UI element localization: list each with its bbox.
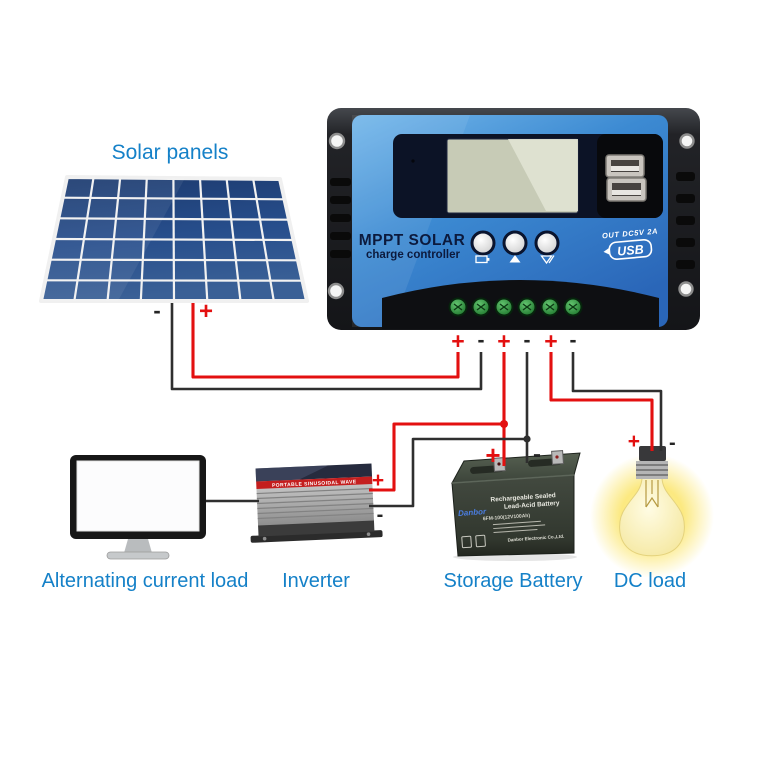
terminal-screw[interactable]	[448, 297, 468, 317]
controller-right-fins	[676, 172, 695, 269]
usb-logo-plug	[603, 247, 610, 255]
menu-button[interactable]	[470, 230, 496, 256]
inverter-screw	[366, 532, 371, 536]
battery-top-edge	[451, 474, 575, 484]
wire-inverter-positive	[369, 422, 504, 492]
section-labels: Alternating current load Inverter Storag…	[42, 570, 687, 592]
battery-terminal-bracket	[551, 450, 565, 465]
solar-negative-label: -	[153, 298, 160, 323]
bulb-cap	[639, 446, 666, 461]
terminal-screws	[448, 297, 583, 317]
wiring: + -	[170, 303, 663, 526]
wire-solar-negative	[170, 303, 483, 391]
junction-dot-positive	[500, 420, 508, 428]
ac-load-label: Alternating current load	[42, 570, 249, 592]
battery-info-lines	[492, 520, 546, 534]
monitor-base	[106, 551, 170, 560]
inverter-label-sheen	[255, 465, 329, 482]
charge-controller: MPPT SOLAR charge controller OUT DC5V 2A…	[327, 108, 700, 354]
battery-title-line2: Lead-Acid Battery	[504, 500, 560, 511]
disposal-icon	[475, 534, 486, 548]
inverter-red-stripe	[256, 476, 373, 490]
wire-solar-positive	[191, 303, 460, 379]
solar-panel: Solar panels - +	[39, 141, 309, 325]
terminal-screw[interactable]	[517, 297, 537, 317]
dc-load-bulb: + -	[590, 430, 714, 578]
terminal-screw[interactable]	[563, 297, 583, 317]
usb-logo-text: USB	[617, 242, 645, 258]
battery-model: 6FM-100(12V100Ah)	[483, 513, 531, 522]
inverter-screw	[262, 536, 267, 541]
up-arrow-icon	[509, 255, 521, 263]
battery-icon	[475, 255, 490, 264]
terminal-label: -	[524, 329, 531, 352]
recycle-icon	[461, 535, 472, 549]
terminal-label: +	[544, 328, 557, 354]
bulb-filament	[645, 480, 659, 508]
terminal-screw[interactable]	[540, 297, 560, 317]
battery-label: Danbor Rechargeable Sealed Lead-Acid Bat…	[458, 492, 565, 549]
controller-mounting-holes	[327, 132, 695, 300]
storage-battery-label: Storage Battery	[444, 570, 583, 592]
solar-panels-label: Solar panels	[112, 141, 229, 164]
terminal-screw[interactable]	[471, 297, 491, 317]
ac-load-monitor	[70, 455, 206, 560]
terminal-label: -	[570, 329, 577, 352]
wire-inverter-negative	[369, 437, 527, 508]
wire-dcload-negative	[571, 352, 663, 451]
monitor-screen	[76, 460, 200, 532]
bulb-negative-label: -	[669, 432, 676, 454]
controller-left-fins	[330, 178, 351, 258]
battery-title-line1: Rechargeable Sealed	[490, 492, 556, 504]
terminal-label: -	[478, 329, 485, 352]
controller-name-line2: charge controller	[366, 249, 460, 261]
bulb-glass	[619, 476, 685, 557]
inverter-stripe-text: PORTABLE SINUSOIDAL WAVE	[272, 479, 357, 489]
panel-speck	[411, 159, 415, 163]
inverter-device: PORTABLE SINUSOIDAL WAVE	[250, 463, 383, 543]
usb-ports	[605, 154, 647, 202]
battery-positive-label: +	[485, 440, 500, 470]
down-arrow-icon	[540, 255, 555, 265]
monitor-neck	[124, 539, 152, 553]
inverter-label: Inverter	[282, 570, 350, 592]
bulb-positive-label: +	[628, 430, 640, 453]
controller-buttons	[470, 230, 560, 265]
solar-positive-label: +	[199, 298, 213, 325]
battery-company: Danbor Electronic Co.,Ltd.	[508, 534, 565, 543]
dc-load-label: DC load	[614, 570, 686, 592]
terminal-screw[interactable]	[494, 297, 514, 317]
inverter-positive-label: +	[372, 469, 384, 492]
battery-brand: Danbor	[458, 507, 487, 518]
down-button[interactable]	[534, 230, 560, 256]
junction-dot-negative	[523, 435, 531, 443]
up-button[interactable]	[502, 230, 528, 256]
terminal-label: +	[497, 328, 510, 354]
lcd-reflection	[508, 139, 578, 211]
inverter-fins	[256, 487, 374, 520]
battery-negative-label: -	[533, 441, 541, 468]
storage-battery-device: Danbor Rechargeable Sealed Lead-Acid Bat…	[451, 440, 581, 561]
solar-panel-sheen	[41, 177, 185, 301]
controller-name-line1: MPPT SOLAR	[359, 232, 466, 249]
solar-panel-grid	[45, 176, 303, 302]
inverter-negative-label: -	[377, 504, 384, 526]
bulb-screw-threads	[636, 464, 668, 476]
wire-dcload-positive	[549, 352, 654, 451]
terminal-labels: + - + - + -	[451, 328, 576, 354]
inverter-flange	[250, 530, 383, 543]
terminal-label: +	[451, 328, 464, 354]
